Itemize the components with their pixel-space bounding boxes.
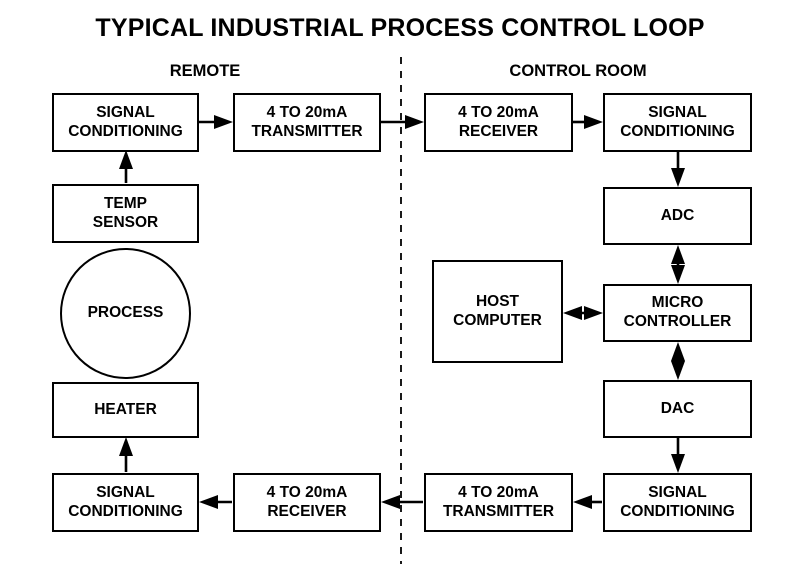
edge-transmitter-to-receiver-top	[381, 115, 424, 129]
node-label: DAC	[660, 399, 695, 417]
edge-sc-top-right-to-adc	[671, 152, 685, 187]
edge-transmitter-to-receiver-bottom	[381, 495, 423, 509]
node-signal-conditioning-top-left[interactable]: SIGNAL CONDITIONING	[52, 93, 199, 152]
node-transmitter-top[interactable]: 4 TO 20mA TRANSMITTER	[233, 93, 381, 152]
node-label: PROCESS	[87, 304, 164, 322]
node-signal-conditioning-top-right[interactable]: SIGNAL CONDITIONING	[603, 93, 752, 152]
node-micro-controller[interactable]: MICRO CONTROLLER	[603, 284, 752, 342]
section-label-control-room: CONTROL ROOM	[509, 62, 647, 80]
node-label: HOST COMPUTER	[453, 292, 542, 329]
node-label: SIGNAL CONDITIONING	[620, 103, 735, 140]
node-label: 4 TO 20mA RECEIVER	[458, 103, 539, 140]
node-receiver-bottom[interactable]: 4 TO 20mA RECEIVER	[233, 473, 381, 532]
node-label: 4 TO 20mA TRANSMITTER	[442, 483, 555, 520]
node-label: SIGNAL CONDITIONING	[620, 483, 735, 520]
edge-receiver-to-sc-top-right	[573, 115, 603, 129]
section-label-remote: REMOTE	[169, 62, 241, 80]
edge-sc-top-left-to-transmitter	[199, 115, 233, 129]
node-label: ADC	[660, 206, 695, 224]
node-temp-sensor[interactable]: TEMP SENSOR	[52, 184, 199, 243]
node-label: TEMP SENSOR	[92, 194, 159, 231]
node-host-computer[interactable]: HOST COMPUTER	[432, 260, 563, 363]
edge-sc-bottom-left-to-heater	[119, 437, 133, 472]
node-label: SIGNAL CONDITIONING	[68, 483, 183, 520]
node-adc[interactable]: ADC	[603, 187, 752, 245]
node-label: 4 TO 20mA TRANSMITTER	[251, 103, 363, 140]
node-signal-conditioning-bottom-left[interactable]: SIGNAL CONDITIONING	[52, 473, 199, 532]
edge-adc-to-micro-controller	[671, 245, 685, 284]
node-dac[interactable]: DAC	[603, 380, 752, 438]
node-transmitter-bottom[interactable]: 4 TO 20mA TRANSMITTER	[424, 473, 573, 532]
node-signal-conditioning-bottom-right[interactable]: SIGNAL CONDITIONING	[603, 473, 752, 532]
edge-micro-controller-to-dac	[671, 342, 685, 380]
node-process[interactable]: PROCESS	[60, 248, 191, 379]
edge-dac-to-sc-bottom-right	[671, 438, 685, 473]
edge-host-computer-to-micro-controller	[563, 306, 603, 320]
edge-receiver-to-sc-bottom-left	[199, 495, 232, 509]
node-label: 4 TO 20mA RECEIVER	[266, 483, 348, 520]
edge-temp-sensor-to-sc-top-left	[119, 150, 133, 183]
node-label: HEATER	[94, 400, 157, 418]
edge-sc-bottom-right-to-transmitter	[573, 495, 602, 509]
page-title: TYPICAL INDUSTRIAL PROCESS CONTROL LOOP	[95, 14, 705, 42]
node-receiver-top[interactable]: 4 TO 20mA RECEIVER	[424, 93, 573, 152]
node-label: MICRO CONTROLLER	[623, 294, 732, 330]
node-heater[interactable]: HEATER	[52, 382, 199, 438]
node-label: SIGNAL CONDITIONING	[68, 103, 183, 140]
